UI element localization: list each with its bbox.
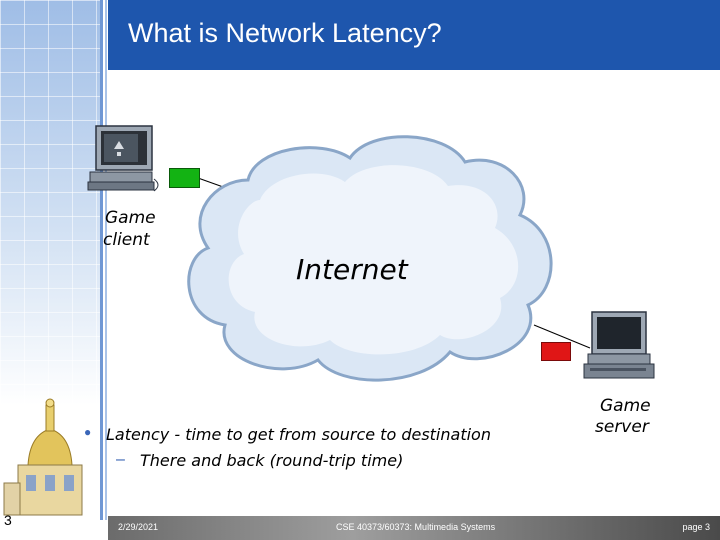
game-server-label-line2: server <box>595 417 649 437</box>
bullet-text: Latency - time to get from source to des… <box>106 425 491 444</box>
bullet-icon: ● <box>84 425 91 439</box>
footer-bar: 2/29/2021 CSE 40373/60373: Multimedia Sy… <box>108 516 720 540</box>
client-link-indicator <box>169 168 200 188</box>
game-client-label-line1: Game <box>105 208 156 228</box>
game-server-computer-icon <box>580 310 662 382</box>
internet-label: Internet <box>296 253 408 286</box>
footer-course: CSE 40373/60373: Multimedia Systems <box>336 522 495 532</box>
game-server-label-line1: Game <box>600 396 651 416</box>
game-client-computer-icon <box>84 124 168 194</box>
server-link-indicator <box>541 342 571 361</box>
footer-page: page 3 <box>682 522 710 532</box>
footer-date: 2/29/2021 <box>118 522 158 532</box>
sub-bullet-text: There and back (round-trip time) <box>140 451 403 470</box>
sub-bullet-dash-icon: – <box>116 451 125 469</box>
game-client-label-line2: client <box>103 230 150 250</box>
